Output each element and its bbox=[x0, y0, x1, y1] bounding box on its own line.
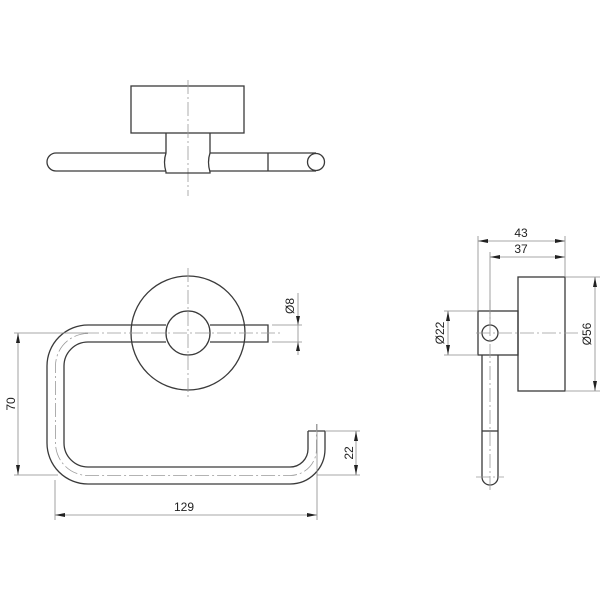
arrow-icon bbox=[555, 255, 565, 259]
front-view-hub bbox=[165, 310, 211, 356]
arrow-icon bbox=[446, 345, 450, 355]
dim-70-label: 70 bbox=[4, 397, 18, 411]
dim-22dia-label: Ø22 bbox=[433, 321, 447, 344]
front-view bbox=[46, 268, 326, 485]
arrow-icon bbox=[478, 239, 488, 243]
arrow-icon bbox=[555, 239, 565, 243]
front-view-bar-right bbox=[210, 324, 269, 343]
dim-129-label: 129 bbox=[174, 500, 194, 514]
dim-8-label: Ø8 bbox=[283, 298, 297, 314]
arrow-icon bbox=[446, 311, 450, 321]
front-view-holder-centerline bbox=[55, 333, 317, 476]
arrow-icon bbox=[296, 342, 300, 351]
side-dimensions: 43 37 Ø22 Ø56 bbox=[433, 226, 600, 392]
arrow-icon bbox=[296, 316, 300, 325]
top-view-bar-end bbox=[306, 152, 326, 172]
dim-43-label: 43 bbox=[514, 226, 528, 240]
top-view-right-bar bbox=[210, 152, 316, 172]
arrow-icon bbox=[593, 277, 597, 287]
top-view bbox=[46, 80, 326, 196]
dim-56-label: Ø56 bbox=[580, 322, 594, 345]
arrow-icon bbox=[55, 513, 65, 517]
arrow-icon bbox=[354, 465, 358, 475]
arrow-icon bbox=[16, 465, 20, 475]
arrow-icon bbox=[490, 255, 500, 259]
front-view-holder-outer bbox=[46, 324, 326, 485]
side-view bbox=[476, 276, 580, 492]
top-view-neck bbox=[163, 133, 211, 174]
top-view-left-bar bbox=[46, 152, 166, 172]
front-view-holder-inner bbox=[63, 341, 309, 468]
dim-37-label: 37 bbox=[514, 242, 528, 256]
arrow-icon bbox=[354, 431, 358, 441]
arrow-icon bbox=[307, 513, 317, 517]
dim-22-label: 22 bbox=[342, 446, 356, 460]
arrow-icon bbox=[16, 333, 20, 343]
side-view-backplate bbox=[517, 276, 566, 392]
arrow-icon bbox=[593, 381, 597, 391]
top-view-backplate bbox=[130, 85, 245, 134]
front-dimensions: 70 129 22 Ø8 bbox=[4, 293, 360, 520]
